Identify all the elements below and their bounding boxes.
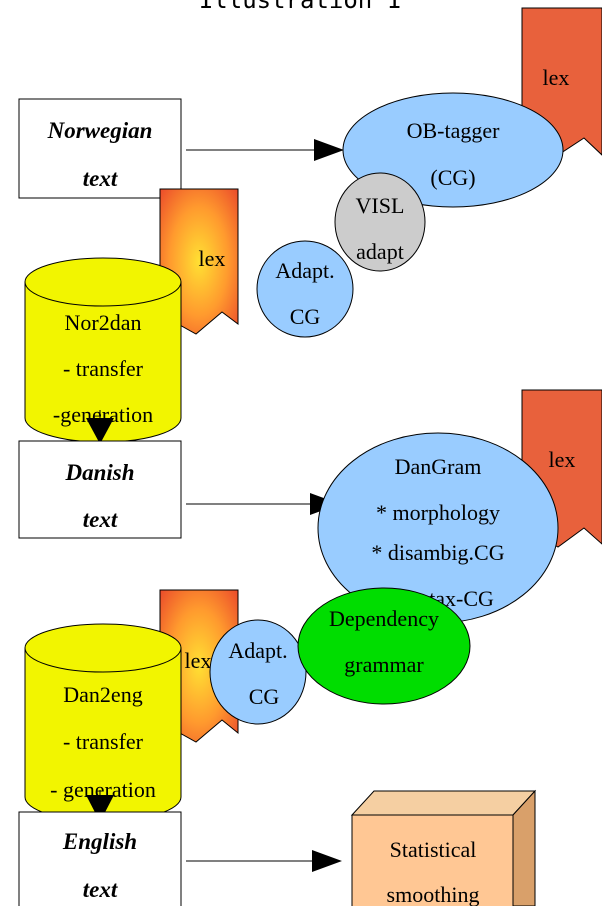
cube-line: Statistical xyxy=(390,837,477,862)
adapt-cg-ellipse-2: Adapt. CG xyxy=(209,619,307,725)
ellipse-line: Adapt. xyxy=(228,638,287,663)
lex-label: lex xyxy=(543,65,570,90)
ellipse-line: Dependency xyxy=(329,606,439,631)
cylinder-line: - transfer xyxy=(63,356,144,381)
ellipse-line: Adapt. xyxy=(275,258,334,283)
ellipse-line: (CG) xyxy=(430,165,475,190)
ellipse-line: CG xyxy=(290,304,321,329)
cube-line: smoothing xyxy=(387,882,480,906)
dan2eng-cylinder: Dan2eng - transfer - generation xyxy=(24,623,182,822)
danish-text-box: Danish text xyxy=(18,440,182,539)
box-line: text xyxy=(83,166,118,191)
ellipse-line: grammar xyxy=(344,652,424,677)
visl-adapt-ellipse: VISL adapt xyxy=(334,172,426,272)
lex-label: lex xyxy=(185,648,212,673)
diagram-title: Illustration 1 xyxy=(199,0,401,14)
box-line: text xyxy=(83,877,118,902)
lex-label: lex xyxy=(199,246,226,271)
dangram-ellipse: DanGram * morphology * disambig.CG * syn… xyxy=(317,432,559,624)
ellipse-line: VISL xyxy=(356,193,405,218)
cylinder-line: Nor2dan xyxy=(65,310,142,335)
ellipse-line: CG xyxy=(249,684,280,709)
ellipse-line: * morphology xyxy=(376,500,500,525)
english-text-box: English text xyxy=(18,811,182,906)
norwegian-text-box: Norwegian text xyxy=(18,98,182,199)
dependency-grammar-ellipse: Dependency grammar xyxy=(297,587,471,705)
ellipse-line: DanGram xyxy=(395,454,482,479)
statistical-smoothing-cube: Statistical smoothing xyxy=(350,789,537,906)
lex-label: lex xyxy=(549,447,576,472)
arrowhead-down xyxy=(86,795,114,822)
ellipse-line: adapt xyxy=(356,239,404,264)
ellipse-line: OB-tagger xyxy=(407,118,501,143)
cylinder-line: Dan2eng xyxy=(63,682,142,707)
box-line: English xyxy=(62,829,137,854)
box-line: Danish xyxy=(64,460,134,485)
box-line: text xyxy=(83,507,118,532)
box-line: Norwegian xyxy=(47,118,153,143)
nor2dan-cylinder: Nor2dan - transfer -generation xyxy=(24,257,182,443)
cylinder-line: - transfer xyxy=(63,729,144,754)
ellipse-line: * disambig.CG xyxy=(371,540,504,565)
arrowhead-down xyxy=(86,418,114,444)
adapt-cg-ellipse-1: Adapt. CG xyxy=(256,240,354,338)
